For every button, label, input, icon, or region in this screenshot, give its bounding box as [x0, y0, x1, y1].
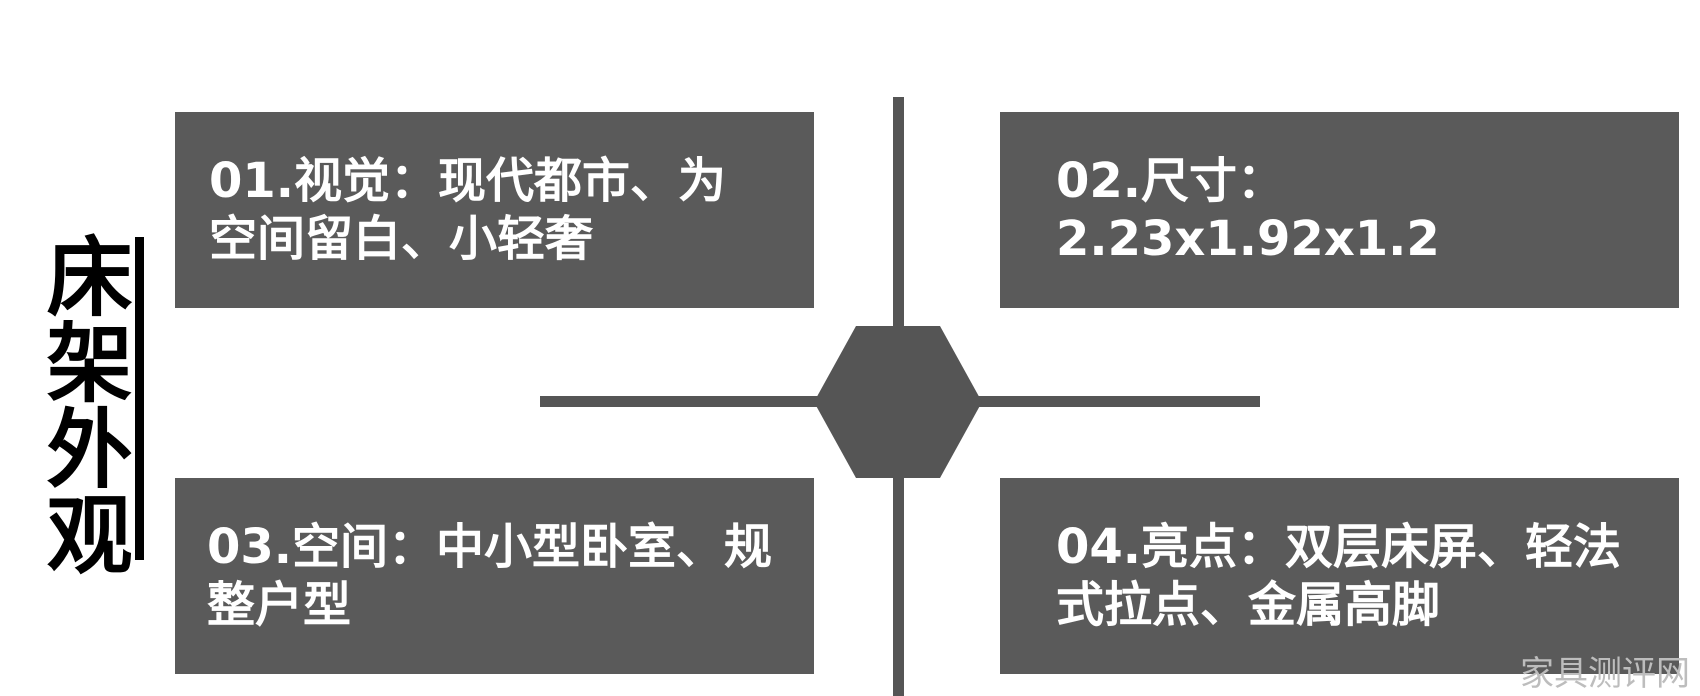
feature-box-size: 02.尺寸：2.23x1.92x1.2 [1000, 112, 1679, 308]
section-title: 床架外观 [31, 232, 132, 576]
center-hexagon [814, 326, 982, 478]
feature-box-visual: 01.视觉：现代都市、为空间留白、小轻奢 [175, 112, 814, 308]
feature-text-highlight: 04.亮点：双层床屏、轻法式拉点、金属高脚 [1056, 519, 1622, 633]
site-watermark: 家具测评网 [1520, 654, 1690, 694]
feature-box-highlight: 04.亮点：双层床屏、轻法式拉点、金属高脚 [1000, 478, 1679, 674]
title-accent-bar [135, 237, 144, 560]
feature-text-visual: 01.视觉：现代都市、为空间留白、小轻奢 [209, 153, 727, 267]
feature-text-size: 02.尺寸：2.23x1.92x1.2 [1056, 153, 1440, 267]
feature-box-space: 03.空间：中小型卧室、规整户型 [175, 478, 814, 674]
feature-text-space: 03.空间：中小型卧室、规整户型 [207, 519, 773, 633]
